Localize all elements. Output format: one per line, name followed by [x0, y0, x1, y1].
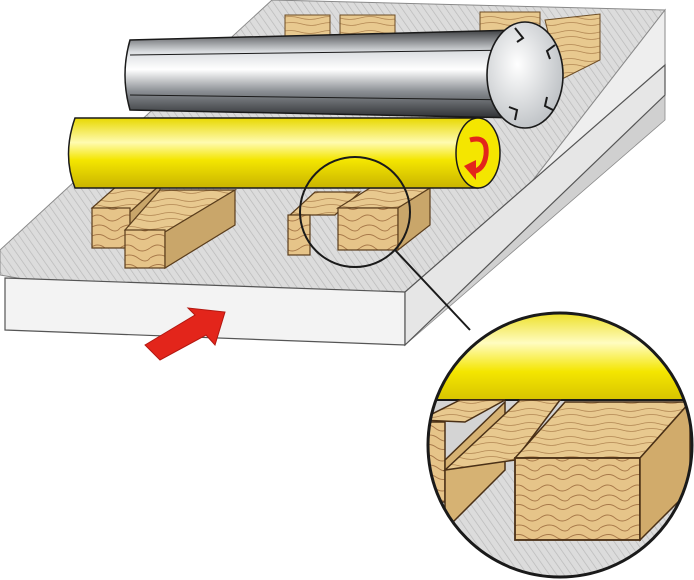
arrow-up-right-icon: [144, 307, 226, 361]
cutter-head: [124, 21, 564, 129]
detail-magnifier: [299, 156, 694, 579]
feed-roller: [67, 117, 501, 189]
curved-arrow-icon: [464, 136, 489, 180]
